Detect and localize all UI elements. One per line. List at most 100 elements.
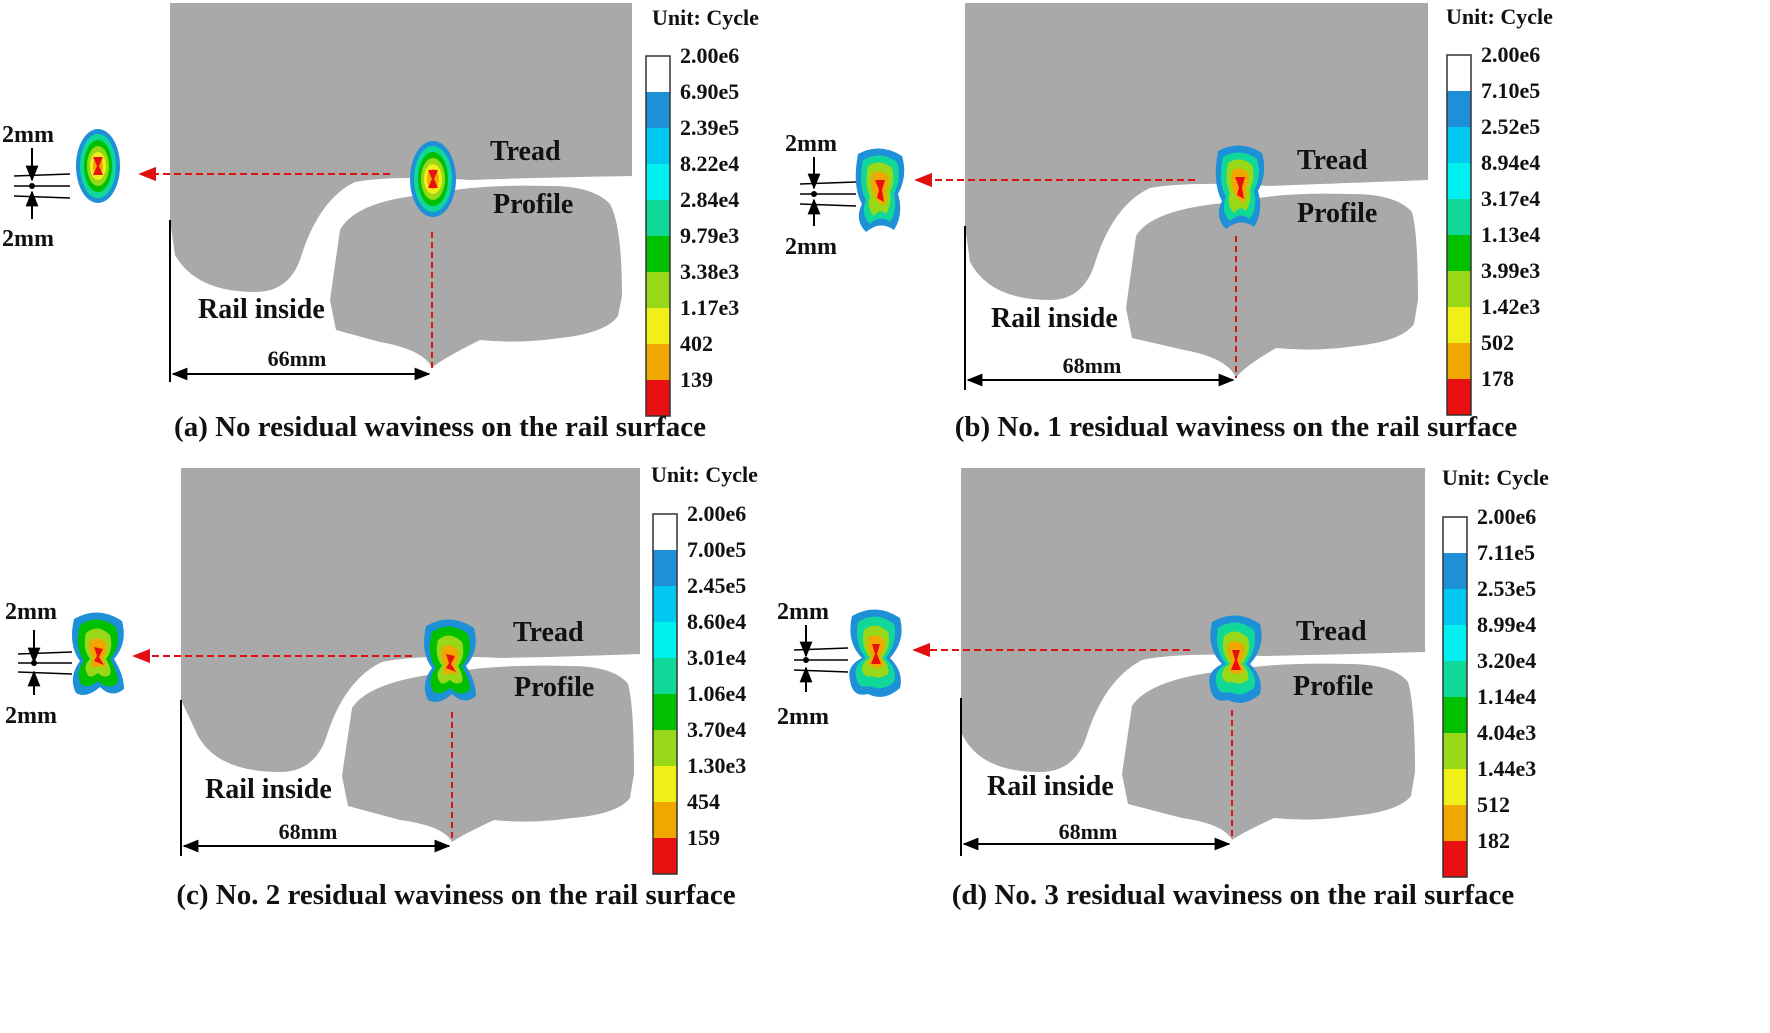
panel-caption: (b) No. 1 residual waviness on the rail … [955, 411, 1518, 443]
legend-value: 6.90e5 [680, 79, 739, 104]
color-legend: 2.00e67.10e52.52e58.94e43.17e41.13e43.99… [1446, 42, 1540, 416]
legend-value: 9.79e3 [680, 223, 739, 248]
legend-value: 3.01e4 [687, 645, 746, 670]
legend-value: 3.99e3 [1481, 258, 1540, 283]
legend-swatch [1447, 271, 1471, 307]
legend-value: 1.42e3 [1481, 294, 1540, 319]
legend-value: 2.00e6 [1481, 42, 1540, 67]
rail-head [342, 665, 634, 842]
spacing-indicator [13, 148, 71, 219]
rail-head [330, 185, 622, 368]
legend-swatch [653, 550, 677, 586]
spacing-indicator [793, 625, 849, 692]
legend-value: 1.44e3 [1477, 756, 1536, 781]
tread-label: Tread [1297, 145, 1368, 176]
legend-swatch [653, 766, 677, 802]
legend-swatch [1443, 625, 1467, 661]
legend-value: 1.13e4 [1481, 222, 1540, 247]
color-legend: 2.00e6 7.11e5 2.53e5 8.99e4 3.20e4 1.14e4 4.04… [1442, 504, 1536, 878]
legend-swatch [646, 128, 670, 164]
legend-value: 3.20e4 [1477, 648, 1536, 673]
distance-label: 68mm [1059, 819, 1118, 844]
unit-label: Unit: Cycle [651, 462, 758, 487]
legend-swatch [1443, 517, 1467, 553]
tread-label: Tread [490, 136, 561, 167]
panel-a: 66mm Tread Profile Rail inside 2mm 2mm U… [2, 3, 759, 443]
legend-swatch [1447, 343, 1471, 379]
legend-swatch [646, 272, 670, 308]
legend-value: 454 [687, 789, 720, 814]
spacing-bottom-label: 2mm [5, 703, 57, 729]
legend-value: 182 [1477, 828, 1510, 853]
legend-swatch [653, 802, 677, 838]
legend-value: 2.00e6 [1477, 504, 1536, 529]
distance-label: 68mm [279, 819, 338, 844]
profile-label: Profile [514, 672, 594, 703]
spacing-indicator [799, 157, 857, 226]
legend-swatch [1443, 697, 1467, 733]
panel-d: 68mm Tread Profile Rail inside 2mm 2mm U… [777, 465, 1549, 911]
legend-swatch [1447, 55, 1471, 91]
legend-value: 2.53e5 [1477, 576, 1536, 601]
wheel-body [961, 468, 1425, 772]
spacing-top-label: 2mm [2, 122, 54, 148]
unit-label: Unit: Cycle [1442, 465, 1549, 490]
legend-value: 2.00e6 [680, 43, 739, 68]
legend-swatch [1447, 307, 1471, 343]
tread-label: Tread [1296, 616, 1367, 647]
legend-value: 3.38e3 [680, 259, 739, 284]
legend-value: 1.30e3 [687, 753, 746, 778]
legend-value: 7.11e5 [1477, 540, 1535, 565]
unit-label: Unit: Cycle [652, 5, 759, 30]
legend-value: 2.00e6 [687, 501, 746, 526]
legend-value: 2.45e5 [687, 573, 746, 598]
legend-value: 3.17e4 [1481, 186, 1540, 211]
hotspot-zoom [76, 129, 120, 203]
distance-label: 68mm [1063, 353, 1122, 378]
profile-label: Profile [1297, 198, 1377, 229]
legend-value: 4.04e3 [1477, 720, 1536, 745]
legend-value: 8.99e4 [1477, 612, 1536, 637]
hotspot-zoom [855, 148, 905, 232]
panel-caption: (c) No. 2 residual waviness on the rail … [176, 879, 735, 911]
distance-label: 66mm [268, 346, 327, 371]
legend-value: 1.14e4 [1477, 684, 1536, 709]
rail-head [1126, 193, 1418, 378]
legend-swatch [653, 694, 677, 730]
spacing-bottom-label: 2mm [2, 226, 54, 252]
hotspot-zoom [849, 609, 902, 697]
spacing-bottom-label: 2mm [785, 234, 837, 260]
hotspot-contour [1209, 615, 1262, 703]
wheel-body [181, 468, 640, 772]
legend-value: 7.10e5 [1481, 78, 1540, 103]
legend-swatch [646, 56, 670, 92]
hotspot-contour [410, 141, 456, 217]
legend-value: 8.60e4 [687, 609, 746, 634]
legend-swatch [1443, 733, 1467, 769]
rail-inside-label: Rail inside [205, 774, 332, 805]
spacing-indicator [17, 630, 73, 695]
rail-head [1122, 663, 1415, 840]
panel-caption: (d) No. 3 residual waviness on the rail … [952, 879, 1515, 911]
panel-c: 68mm Tread Profile Rail inside 2mm 2mm U… [5, 462, 758, 911]
tread-label: Tread [513, 617, 584, 648]
unit-label: Unit: Cycle [1446, 4, 1553, 29]
legend-swatch [653, 838, 677, 874]
color-legend: 2.00e67.00e52.45e58.60e43.01e41.06e43.70… [652, 501, 746, 875]
legend-swatch [646, 344, 670, 380]
hotspot-contour [1215, 145, 1265, 229]
legend-value: 8.94e4 [1481, 150, 1540, 175]
legend-value: 159 [687, 825, 720, 850]
legend-value: 3.70e4 [687, 717, 746, 742]
legend-swatch [1447, 235, 1471, 271]
spacing-top-label: 2mm [777, 599, 829, 625]
legend-swatch [1443, 841, 1467, 877]
wheel-body [965, 3, 1428, 300]
spacing-top-label: 2mm [5, 599, 57, 625]
rail-inside-label: Rail inside [987, 771, 1114, 802]
legend-swatch [646, 200, 670, 236]
legend-swatch [1447, 91, 1471, 127]
legend-border [1442, 516, 1468, 878]
hotspot-zoom [72, 612, 124, 695]
